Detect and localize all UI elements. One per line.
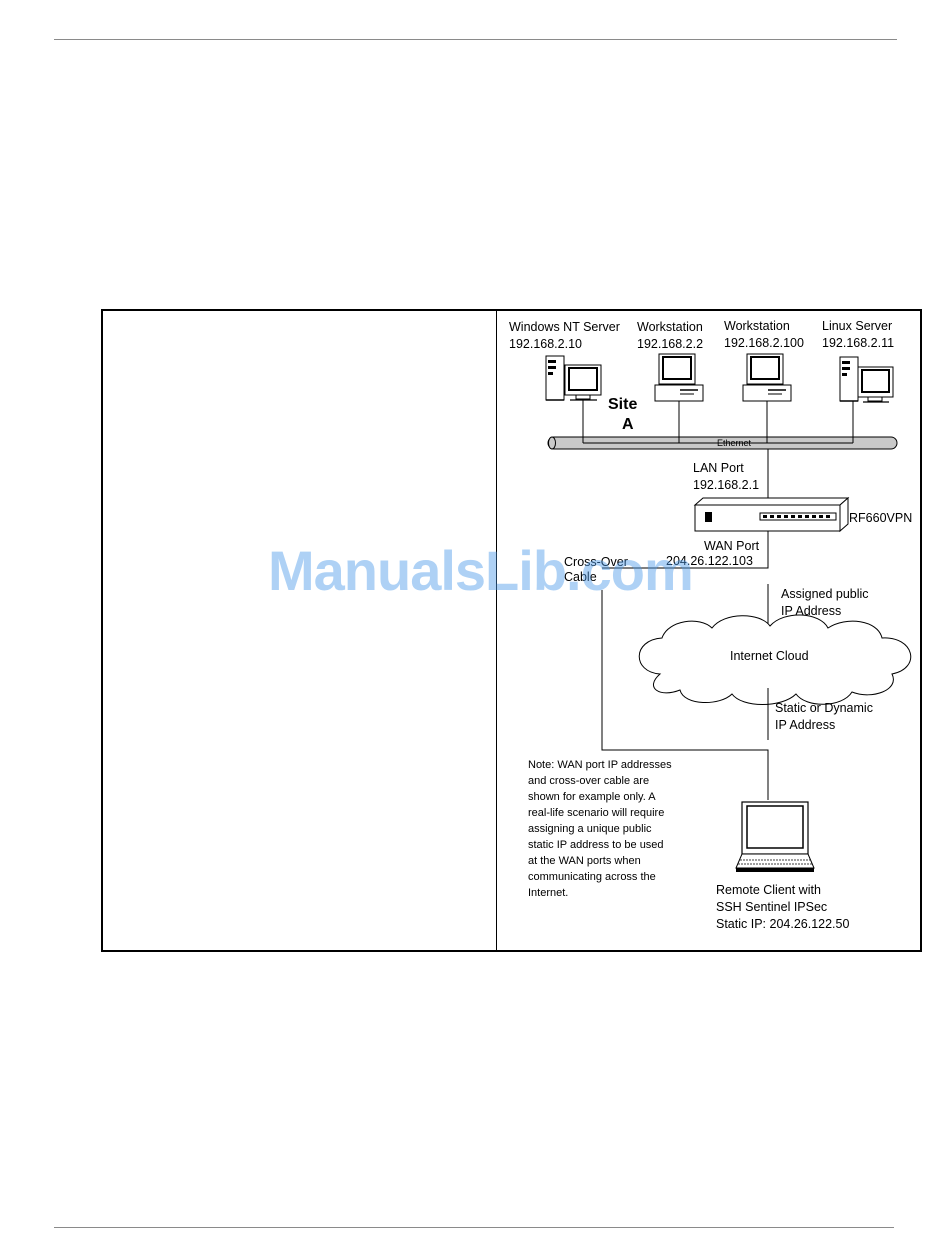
watermark-logo: ManualsLib.com [268,539,694,602]
workstation1-icon [654,353,704,402]
workstation2-name: Workstation [724,319,790,333]
site-label-line1: Site [608,396,637,413]
wan-port-ip: 204.26.122.103 [666,554,753,568]
figure-frame [101,309,922,952]
static-dynamic-line2: IP Address [775,718,835,732]
crossover-label-line2: Cable [564,570,597,584]
linux-server-icon [839,356,894,403]
router-icon [693,496,850,533]
note-line: static IP address to be used [528,839,664,851]
lan-port-label: LAN Port [693,461,744,475]
remote-client-line2: SSH Sentinel IPSec [716,900,827,914]
wan-to-crossover-cable [602,531,769,569]
nt-server-icon [545,355,602,401]
assigned-public-line1: Assigned public [781,587,869,601]
lan-port-ip: 192.168.2.1 [693,478,759,492]
workstation1-ip: 192.168.2.2 [637,337,703,351]
router-name: RF660VPN [849,511,912,525]
note-line: shown for example only. A [528,791,656,803]
assigned-public-line2: IP Address [781,604,841,618]
nt-server-ip: 192.168.2.10 [509,337,582,351]
site-label-line2: A [622,416,634,433]
top-rule [54,39,897,40]
linux-server-name: Linux Server [822,319,892,333]
note-line: communicating across the [528,871,656,883]
note-line: Note: WAN port IP addresses [528,759,672,771]
bottom-rule [54,1227,894,1228]
internet-cloud-icon [638,614,912,705]
note-line: and cross-over cable are [528,775,649,787]
figure-divider [496,309,497,952]
note-line: assigning a unique public [528,823,652,835]
remote-client-line1: Remote Client with [716,883,821,897]
note-line: at the WAN ports when [528,855,641,867]
crossover-cable-path [601,590,769,800]
internet-cloud-label: Internet Cloud [730,649,809,663]
nt-server-name: Windows NT Server [509,320,620,334]
workstation1-name: Workstation [637,320,703,334]
remote-client-line3: Static IP: 204.26.122.50 [716,917,849,931]
crossover-label-line1: Cross-Over [564,555,628,569]
example-note: Note: WAN port IP addresses and cross-ov… [528,759,672,899]
note-line: Internet. [528,887,568,899]
workstation2-icon [742,353,792,402]
workstation2-ip: 192.168.2.100 [724,336,804,350]
linux-server-ip: 192.168.2.11 [822,336,894,350]
wan-port-label: WAN Port [704,539,760,553]
note-line: real-life scenario will require [528,807,664,819]
laptop-icon [735,801,815,872]
static-dynamic-line1: Static or Dynamic [775,701,873,715]
